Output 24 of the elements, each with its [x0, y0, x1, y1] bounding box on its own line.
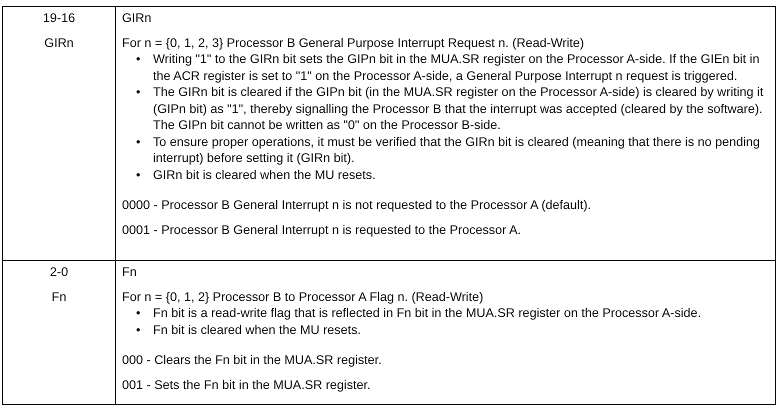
bullet-marker: •	[136, 51, 142, 68]
bullet-marker: •	[136, 305, 142, 322]
value-description: 0001 - Processor B General Interrupt n is requested to the Processor A.	[122, 222, 522, 238]
bullet-text: The GIRn bit is cleared if the GIPn bit (in the MUA.SR register on the Processor A-side) is cleared by writing it (GIPn bit) as "1", thereby signalling the Processor B that the interrupt was accepted (cleared by the software). The GIPn bit cannot be written as "0" on the Processor B-side.	[153, 84, 764, 134]
bullet-marker: •	[136, 166, 142, 183]
field-description: For n = {0, 1, 2, 3} Processor B General Purpose Interrupt Request n. (Read-Write)	[122, 34, 586, 51]
field-name: GIRn	[43, 34, 75, 51]
value-description: 000 - Clears the Fn bit in the MUA.SR register.	[122, 352, 383, 368]
bullet-text: Writing "1" to the GIRn bit sets the GIPn bit in the MUA.SR register on the Processor A-side. If the GIEn bit in the ACR register is set to "1" on the Processor A-side, a General Purpose Interrupt n request is triggered.	[153, 51, 760, 84]
field-heading: Fn	[122, 264, 138, 280]
bullet-text: GIRn bit is cleared when the MU resets.	[153, 166, 376, 183]
bit-range: 2-0	[48, 264, 70, 280]
bullet-marker: •	[136, 84, 142, 101]
bullet-text: To ensure proper operations, it must be verified that the GIRn bit is cleared (meaning that there is no pending interrupt) before setting it (GIRn bit).	[153, 134, 761, 166]
value-description: 0000 - Processor B General Interrupt n is not requested to the Processor A (default).	[122, 197, 592, 214]
field-name: Fn	[50, 288, 68, 305]
bit-range: 19-16	[42, 10, 76, 26]
field-description: For n = {0, 1, 2} Processor B to Processor A Flag n. (Read-Write)	[122, 288, 484, 305]
bullet-marker: •	[136, 134, 142, 150]
value-description: 001 - Sets the Fn bit in the MUA.SR register.	[122, 376, 372, 393]
bullet-marker: •	[136, 322, 142, 338]
field-heading: GIRn	[122, 10, 152, 26]
bullet-text: Fn bit is a read-write flag that is reflected in Fn bit in the MUA.SR register on the Processor A-side.	[153, 305, 702, 322]
bullet-text: Fn bit is cleared when the MU resets.	[153, 322, 361, 338]
